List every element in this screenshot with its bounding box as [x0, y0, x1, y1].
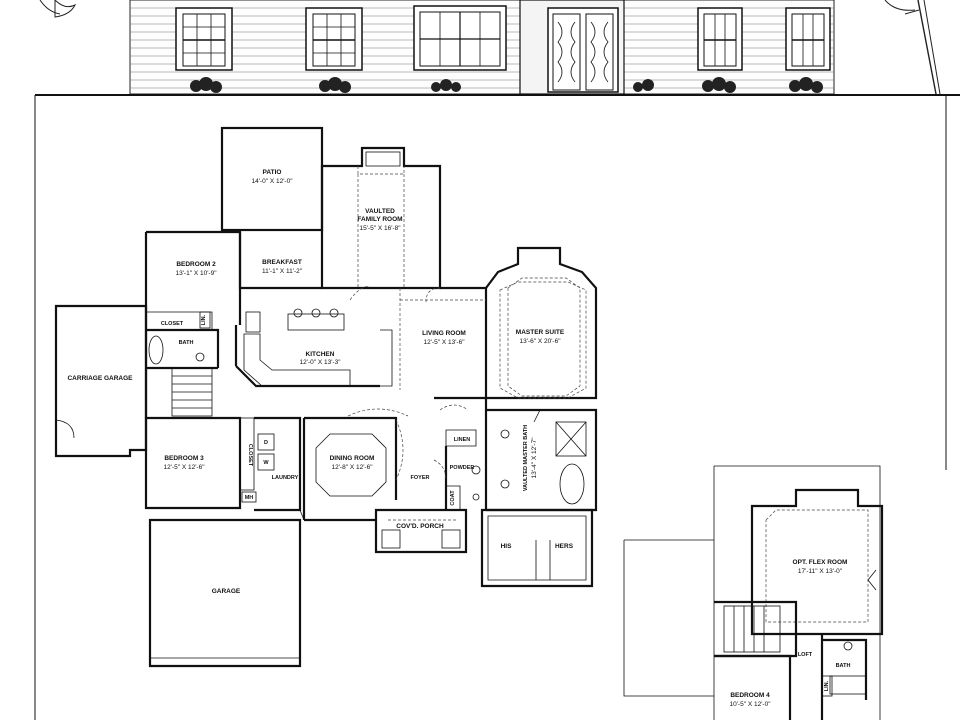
garage-outline: [148, 518, 302, 668]
laundry-label: LAUNDRY: [272, 475, 299, 481]
tub-icon: [559, 463, 585, 505]
kitchen-island: [287, 313, 345, 331]
main-floor-plan: [54, 126, 598, 668]
mh-label: MH: [245, 495, 254, 501]
dining-table: [315, 433, 387, 497]
master-bath-dims: 13'-4" X 12'-7": [531, 437, 538, 479]
washer-label: W: [263, 460, 269, 466]
lin-label: LIN.: [201, 314, 207, 325]
linen-label: LINEN: [454, 437, 471, 443]
bedroom4-dims: 10'-5" X 12'-0": [729, 701, 771, 708]
closet-label: CLOSET: [161, 321, 184, 327]
window-icon: [413, 5, 507, 71]
foyer-label: FOYER: [411, 475, 430, 481]
shower-icon: [555, 421, 587, 457]
stairs-icon: [171, 367, 213, 417]
shrub-icon: [190, 77, 823, 93]
family-label-1: VAULTED: [365, 208, 395, 215]
dryer-label: D: [264, 440, 268, 446]
his-label: HIS: [501, 543, 513, 550]
flex-label: OPT. FLEX ROOM: [793, 559, 848, 566]
kitchen-label: KITCHEN: [306, 351, 335, 358]
tree-icon: [39, 0, 77, 18]
master-label: MASTER SUITE: [516, 329, 565, 336]
bedroom2-label: BEDROOM 2: [176, 261, 216, 268]
stairs-icon: [723, 605, 781, 653]
sink-icon: [195, 352, 205, 362]
tree-icon: [884, 0, 941, 95]
window-icon: [305, 7, 363, 71]
front-elevation: [34, 0, 960, 720]
window-icon: [785, 7, 831, 71]
breakfast-label: BREAKFAST: [262, 259, 302, 266]
closet-v-label: CLOSET: [247, 444, 253, 467]
kitchen-counter: [243, 333, 351, 387]
window-icon: [175, 7, 233, 71]
family-label-2: FAMILY ROOM: [357, 216, 402, 223]
patio-dims: 14'-0" X 12'-0": [251, 178, 293, 185]
bedroom2-dims: 13'-1" X 10'-9": [175, 270, 217, 277]
master-dims: 13'-6" X 20'-6": [519, 338, 561, 345]
carriage-label: CARRIAGE GARAGE: [67, 375, 133, 382]
bedroom3-dims: 12'-5" X 12'-6": [163, 464, 205, 471]
porch-label: COV'D. PORCH: [396, 523, 444, 530]
powder-label: POWDER: [450, 465, 475, 471]
master-suite-outline: [485, 246, 598, 400]
upper-lin-label: LIN.: [824, 680, 830, 691]
bedroom4-label: BEDROOM 4: [730, 692, 770, 699]
flex-dims: 17'-11" X 13'-0": [798, 568, 843, 575]
upper-bath-label: BATH: [836, 663, 851, 669]
dining-dims: 12'-8" X 12'-6": [331, 464, 373, 471]
dryer-icon: [257, 433, 275, 451]
window-icon: [697, 7, 743, 71]
upper-floor-plan: [623, 465, 884, 720]
master-bath-label: VAULTED MASTER BATH: [523, 425, 529, 491]
living-label: LIVING ROOM: [422, 330, 466, 337]
door-icon: [519, 0, 625, 95]
bedroom3-label: BEDROOM 3: [164, 455, 204, 462]
dining-label: DINING ROOM: [330, 455, 375, 462]
breakfast-dims: 11'-1" X 11'-2": [262, 268, 303, 275]
family-dims: 15'-5" X 16'-8": [359, 225, 401, 232]
kitchen-dims: 12'-0" X 13'-3": [299, 359, 341, 366]
washer-icon: [257, 453, 275, 471]
coat-label: COAT: [450, 490, 456, 506]
room-labels: PATIO 14'-0" X 12'-0" VAULTED FAMILY ROO…: [67, 169, 850, 708]
hers-label: HERS: [555, 543, 574, 550]
patio-label: PATIO: [263, 169, 282, 176]
bath-label: BATH: [179, 340, 194, 346]
tub-icon: [148, 335, 164, 365]
garage-label: GARAGE: [212, 588, 241, 595]
loft-label: LOFT: [798, 652, 813, 658]
living-dims: 12'-5" X 13'-6": [423, 339, 465, 346]
fireplace-icon: [365, 151, 401, 167]
carriage-garage-outline: [54, 304, 148, 458]
